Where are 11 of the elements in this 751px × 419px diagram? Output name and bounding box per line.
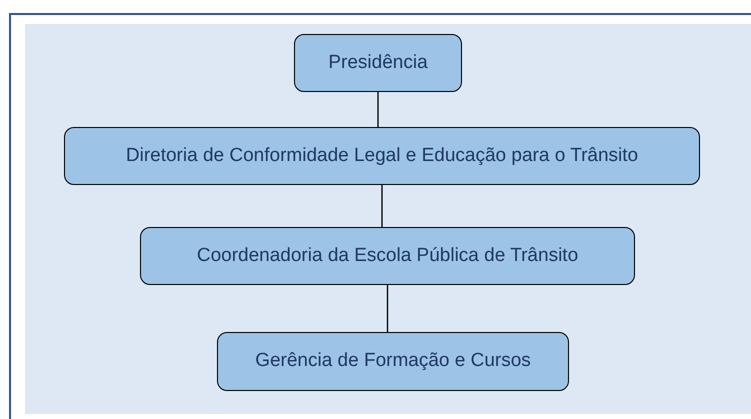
connector-line (381, 185, 383, 227)
unit-name: Presidência (328, 50, 428, 75)
org-unit-box (294, 34, 462, 92)
connector-line (377, 92, 379, 127)
connector-line (386, 285, 388, 332)
unit-name: Coordenadoria da Escola Pública de Trânsito (196, 244, 578, 268)
org-unit-box (140, 227, 635, 285)
unit-name: Gerência de Formação e Cursos (255, 349, 531, 374)
org-unit-box (64, 127, 700, 185)
unit-name: Diretoria de Conformidade Legal e Educação para o Trânsito (126, 144, 638, 168)
org-unit-box (217, 332, 569, 391)
